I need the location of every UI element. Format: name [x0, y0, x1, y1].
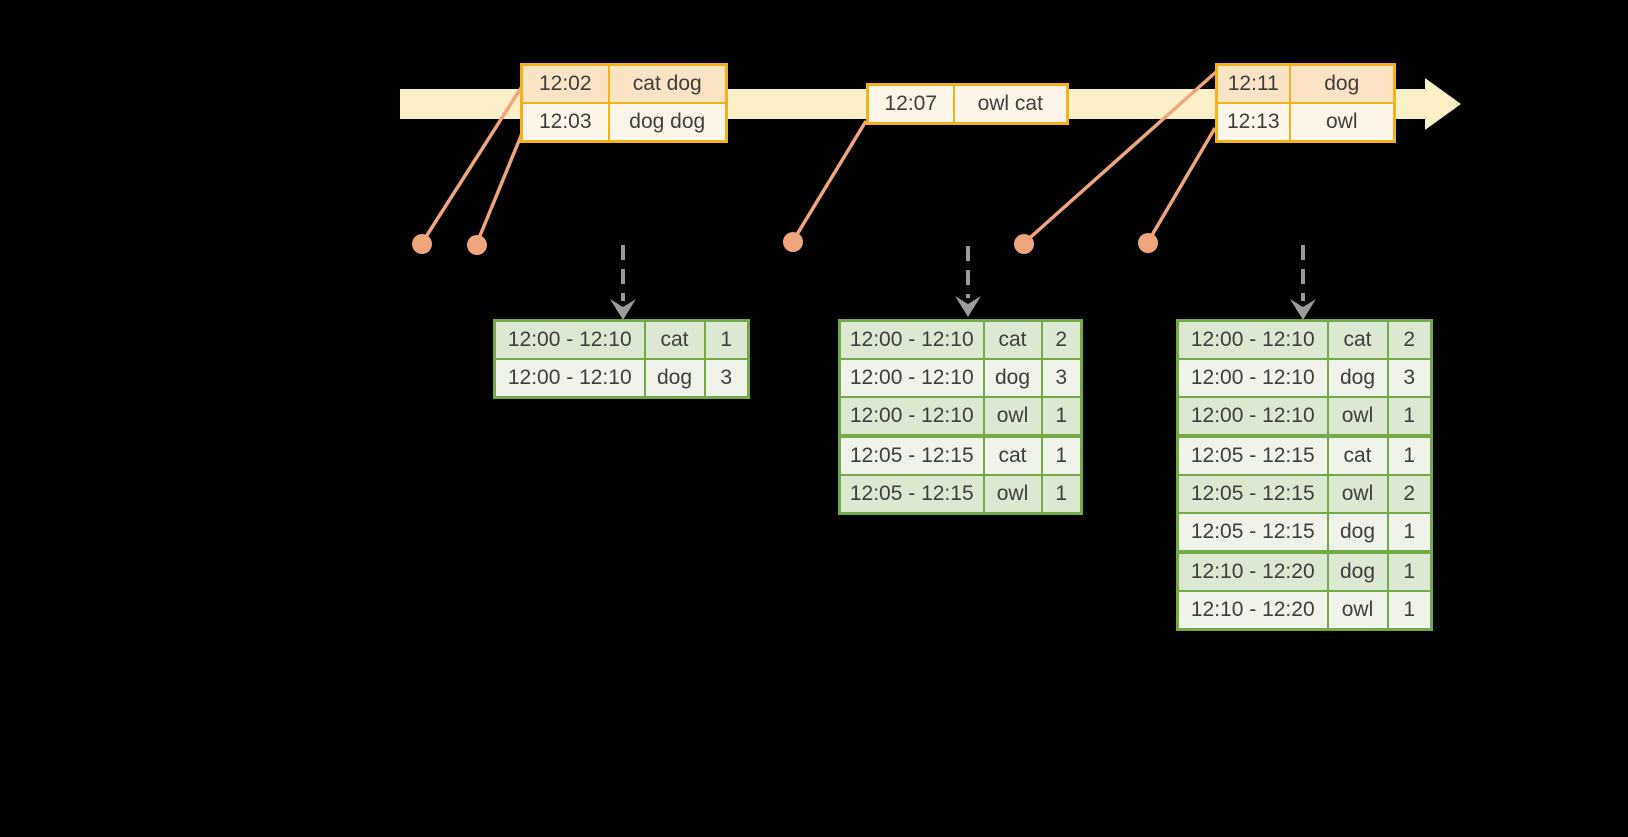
count-cell: 2: [1040, 319, 1083, 360]
event-words-cell: owl: [1288, 102, 1396, 143]
event-dot-3: [783, 232, 803, 252]
count-cell: 3: [1386, 358, 1433, 398]
result-row: 12:00 - 12:10 cat 1: [493, 319, 750, 360]
event-dot-5: [1138, 233, 1158, 253]
result-row: 12:05 - 12:15 owl 1: [838, 474, 1083, 515]
result-row: 12:00 - 12:10 dog 3: [1176, 358, 1433, 398]
event-time-cell: 12:11: [1215, 63, 1291, 104]
result-row: 12:05 - 12:15 owl 2: [1176, 474, 1433, 514]
window-cell: 12:05 - 12:15: [838, 474, 985, 515]
count-cell: 3: [703, 358, 750, 399]
word-cell: owl: [1326, 474, 1389, 514]
connector-line-1: [420, 87, 523, 244]
word-cell: cat: [982, 434, 1043, 476]
count-cell: 1: [703, 319, 750, 360]
event-row: 12:02 cat dog: [520, 63, 728, 104]
window-cell: 12:00 - 12:10: [493, 358, 646, 399]
event-time-cell: 12:07: [866, 83, 955, 125]
connector-line-5: [1146, 127, 1217, 243]
window-cell: 12:05 - 12:15: [1176, 512, 1329, 553]
count-cell: 1: [1386, 434, 1433, 476]
result-row: 12:10 - 12:20 owl 1: [1176, 590, 1433, 631]
result-row: 12:00 - 12:10 owl 1: [1176, 396, 1433, 437]
window-cell: 12:10 - 12:20: [1176, 590, 1329, 631]
window-cell: 12:05 - 12:15: [1176, 474, 1329, 514]
count-cell: 1: [1040, 474, 1083, 515]
window-cell: 12:00 - 12:10: [493, 319, 646, 360]
connector-line-4: [1022, 70, 1218, 245]
event-words-cell: dog dog: [607, 102, 728, 143]
trigger-arrow-3: [1290, 245, 1316, 320]
window-cell: 12:00 - 12:10: [1176, 358, 1329, 398]
event-dot-1: [412, 234, 432, 254]
word-cell: cat: [1326, 319, 1389, 360]
event-words-cell: dog: [1288, 63, 1396, 104]
count-cell: 1: [1040, 434, 1083, 476]
count-cell: 1: [1386, 590, 1433, 631]
count-cell: 2: [1386, 474, 1433, 514]
event-row: 12:13 owl: [1215, 102, 1396, 143]
event-dot-2: [467, 235, 487, 255]
word-cell: owl: [1326, 396, 1389, 437]
event-table-3: 12:11 dog 12:13 owl: [1215, 63, 1396, 143]
word-cell: dog: [1326, 550, 1389, 592]
count-cell: 1: [1386, 396, 1433, 437]
result-row: 12:00 - 12:10 dog 3: [493, 358, 750, 399]
window-cell: 12:05 - 12:15: [1176, 434, 1329, 476]
event-words-cell: owl cat: [952, 83, 1069, 125]
word-cell: cat: [1326, 434, 1389, 476]
window-cell: 12:00 - 12:10: [838, 319, 985, 360]
window-cell: 12:00 - 12:10: [838, 358, 985, 398]
window-cell: 12:00 - 12:10: [1176, 319, 1329, 360]
window-cell: 12:10 - 12:20: [1176, 550, 1329, 592]
event-words-cell: cat dog: [607, 63, 728, 104]
connector-line-3: [791, 120, 868, 242]
result-row: 12:00 - 12:10 owl 1: [838, 396, 1083, 437]
word-cell: owl: [982, 396, 1043, 437]
word-cell: dog: [643, 358, 706, 399]
event-table-2: 12:07 owl cat: [866, 83, 1069, 125]
word-cell: owl: [1326, 590, 1389, 631]
event-row: 12:11 dog: [1215, 63, 1396, 104]
word-cell: owl: [982, 474, 1043, 515]
result-row: 12:00 - 12:10 dog 3: [838, 358, 1083, 398]
result-table-1: 12:00 - 12:10 cat 1 12:00 - 12:10 dog 3: [493, 319, 750, 399]
result-row: 12:05 - 12:15 cat 1: [1176, 434, 1433, 476]
event-time-cell: 12:03: [520, 102, 610, 143]
result-row: 12:05 - 12:15 dog 1: [1176, 512, 1433, 553]
event-table-1: 12:02 cat dog 12:03 dog dog: [520, 63, 728, 143]
event-row: 12:03 dog dog: [520, 102, 728, 143]
result-row: 12:00 - 12:10 cat 2: [1176, 319, 1433, 360]
result-row: 12:10 - 12:20 dog 1: [1176, 550, 1433, 592]
window-cell: 12:00 - 12:10: [1176, 396, 1329, 437]
result-row: 12:00 - 12:10 cat 2: [838, 319, 1083, 360]
count-cell: 1: [1386, 550, 1433, 592]
count-cell: 3: [1040, 358, 1083, 398]
event-time-cell: 12:02: [520, 63, 610, 104]
result-row: 12:05 - 12:15 cat 1: [838, 434, 1083, 476]
event-dot-4: [1014, 234, 1034, 254]
word-cell: dog: [1326, 358, 1389, 398]
event-time-cell: 12:13: [1215, 102, 1291, 143]
count-cell: 1: [1040, 396, 1083, 437]
count-cell: 2: [1386, 319, 1433, 360]
word-cell: cat: [643, 319, 706, 360]
result-table-3: 12:00 - 12:10 cat 2 12:00 - 12:10 dog 3 …: [1176, 319, 1433, 631]
word-cell: cat: [982, 319, 1043, 360]
window-cell: 12:05 - 12:15: [838, 434, 985, 476]
word-cell: dog: [1326, 512, 1389, 553]
trigger-arrow-1: [610, 245, 636, 320]
trigger-arrow-2: [955, 246, 981, 317]
event-row: 12:07 owl cat: [866, 83, 1069, 125]
word-cell: dog: [982, 358, 1043, 398]
count-cell: 1: [1386, 512, 1433, 553]
window-cell: 12:00 - 12:10: [838, 396, 985, 437]
connector-line-2: [475, 130, 525, 244]
result-table-2: 12:00 - 12:10 cat 2 12:00 - 12:10 dog 3 …: [838, 319, 1083, 515]
